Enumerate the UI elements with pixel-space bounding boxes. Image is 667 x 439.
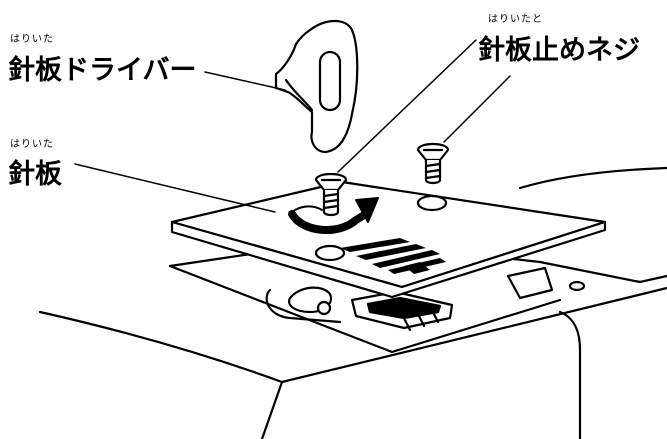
machine-bed-right-curve	[558, 310, 582, 439]
screw-label-ruby: はりいたと	[488, 14, 543, 25]
recess-right-slot	[506, 266, 554, 300]
screw-icon	[416, 142, 450, 185]
leader-screw-1	[337, 39, 477, 173]
feed-dogs	[350, 290, 454, 332]
plate-screw-hole-right	[416, 194, 448, 212]
recess-front-edge	[168, 264, 562, 354]
leader-screw-2	[443, 75, 511, 143]
rotation-arrow-icon	[288, 197, 379, 235]
leader-driver	[204, 71, 286, 91]
leader-plate	[74, 163, 276, 213]
machine-bed	[0, 295, 667, 439]
recess-inner	[265, 288, 342, 324]
screw-label: 針板止めネジ	[478, 35, 640, 66]
needle-plate-edge	[170, 220, 607, 299]
driver-label-ruby: はりいた	[10, 34, 54, 45]
plate-screw-hole-left	[314, 244, 346, 262]
needle-plate-slots	[340, 238, 446, 274]
plate-label: 針板	[8, 159, 62, 190]
recess-hole-right	[568, 280, 586, 292]
plate-label-ruby: はりいた	[10, 139, 54, 150]
machine-bed-front-edge	[38, 286, 667, 384]
machine-bed-front-vertical	[260, 380, 284, 439]
machine-body-back	[518, 166, 667, 190]
driver-label: 針板ドライバー	[8, 55, 197, 86]
screw-icon	[314, 172, 348, 217]
recess-screw-hole	[316, 300, 332, 316]
screwdriver-icon	[274, 19, 359, 154]
